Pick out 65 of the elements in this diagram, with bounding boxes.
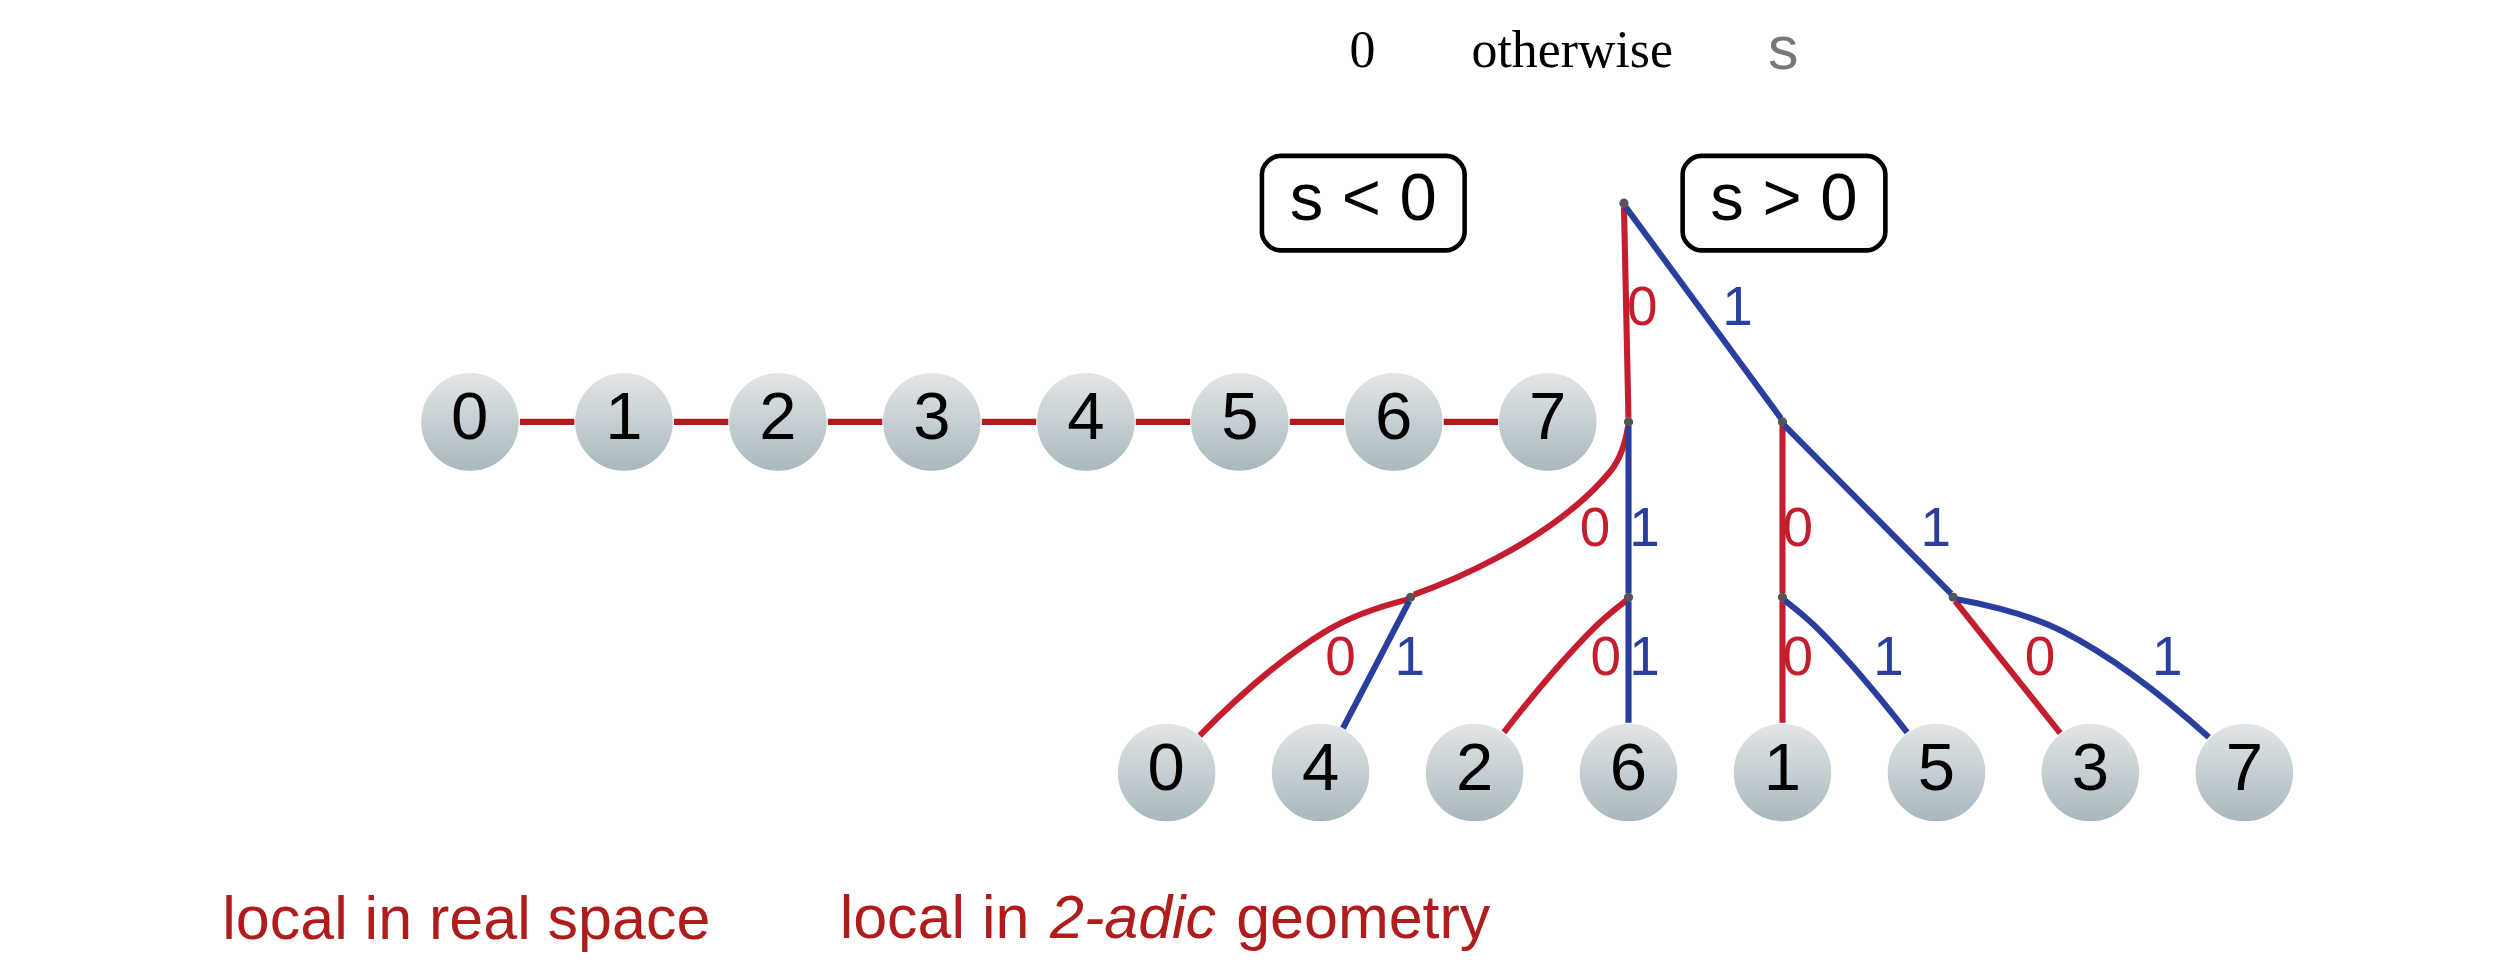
node-point xyxy=(1777,592,1788,602)
connector xyxy=(1623,205,1784,421)
connector xyxy=(1779,601,1786,723)
connector xyxy=(1443,418,1499,425)
node-circle: 0 xyxy=(419,371,521,473)
connector xyxy=(1197,596,1408,738)
node-point xyxy=(1948,592,1958,602)
connector xyxy=(1625,601,1632,723)
edge-label: 1 xyxy=(1394,625,1426,688)
connector xyxy=(1135,418,1191,425)
label: otherwise xyxy=(1471,21,1673,79)
edge-label: 0 xyxy=(1579,495,1611,558)
edge-label: 1 xyxy=(2152,625,2183,688)
connector xyxy=(1340,599,1412,730)
node-circle: 4 xyxy=(1270,722,1371,823)
node-circle: 7 xyxy=(2194,722,2295,823)
node-circle: 7 xyxy=(1497,371,1599,473)
node-point xyxy=(1777,417,1788,427)
edge-label: 1 xyxy=(1920,495,1951,558)
node-circle: 5 xyxy=(1886,722,1987,823)
node-point xyxy=(1623,592,1634,602)
connector xyxy=(981,418,1037,425)
edge-label: 1 xyxy=(1629,625,1660,688)
edge-label: 1 xyxy=(1873,625,1904,688)
node-box: s > 0 xyxy=(1680,153,1888,253)
edge-label: 1 xyxy=(1629,495,1660,558)
connector xyxy=(519,418,575,425)
connector xyxy=(673,418,729,425)
edge-label: 1 xyxy=(1722,274,1753,337)
label: local in real space xyxy=(222,884,711,953)
edge-label: 0 xyxy=(1626,274,1658,337)
node-circle: 3 xyxy=(2040,722,2141,823)
connector xyxy=(1952,599,2063,736)
node-circle: 1 xyxy=(1732,722,1833,823)
connector xyxy=(1782,423,1954,596)
connector xyxy=(1625,425,1632,594)
node-circle: 6 xyxy=(1343,371,1445,473)
node-circle: 1 xyxy=(573,371,675,473)
connector xyxy=(1956,596,2211,740)
node-point xyxy=(1405,592,1416,602)
node-circle: 5 xyxy=(1189,371,1291,473)
connector xyxy=(827,418,883,425)
edge-label: 0 xyxy=(1325,625,1356,688)
connector xyxy=(1289,418,1345,425)
edge-label: 0 xyxy=(2024,625,2056,688)
node-circle: 0 xyxy=(1116,722,1217,823)
connector xyxy=(1779,425,1786,594)
node-point xyxy=(1619,198,1629,208)
edge-label: 0 xyxy=(1782,625,1813,688)
connector xyxy=(1412,425,1632,598)
node-circle: 3 xyxy=(881,371,983,473)
node-point xyxy=(1623,417,1634,427)
edge-label: 0 xyxy=(1590,625,1621,688)
edge-label: 0 xyxy=(1782,495,1813,558)
node-circle: 2 xyxy=(727,371,829,473)
node-circle: 6 xyxy=(1578,722,1679,823)
node-box: s < 0 xyxy=(1259,153,1467,253)
label: s xyxy=(1768,14,1799,83)
node-circle: 2 xyxy=(1424,722,1525,823)
connector xyxy=(1620,207,1632,418)
label: local in 2-adic geometry xyxy=(839,882,1491,951)
node-circle: 4 xyxy=(1035,371,1137,473)
label: 0 xyxy=(1349,21,1376,79)
connector xyxy=(1501,598,1629,735)
connector xyxy=(1782,598,1910,735)
